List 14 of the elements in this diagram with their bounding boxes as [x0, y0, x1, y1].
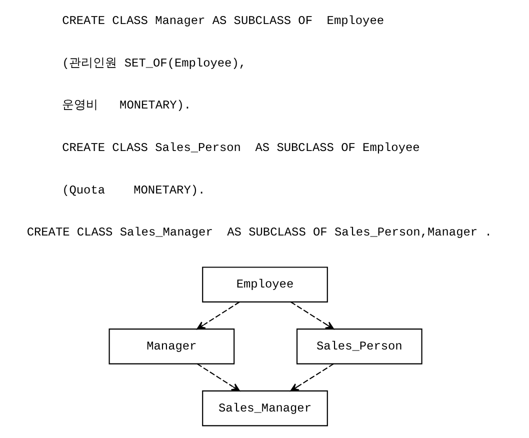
node-box: Sales_Manager — [202, 390, 328, 426]
label: CREATE CLASS Sales_Person AS SUBCLASS OF Employee — [62, 140, 420, 154]
label: CREATE CLASS Manager AS SUBCLASS OF Employee — [62, 13, 384, 28]
label: (관리인원 SET_OF(Employee), — [62, 56, 246, 70]
arrow — [196, 362, 240, 391]
node-box: Sales_Person — [296, 328, 422, 364]
arrow — [290, 362, 334, 391]
label: 운영비 MONETARY). — [62, 98, 191, 112]
label: (Quota MONETARY). — [62, 182, 205, 197]
label: CREATE CLASS Sales_Manager AS SUBCLASS OF Sales_Person,Manager . — [26, 225, 492, 240]
arrow — [290, 301, 334, 330]
node-box: Employee — [202, 266, 328, 302]
node-box: Manager — [108, 328, 234, 364]
arrow — [196, 301, 240, 330]
